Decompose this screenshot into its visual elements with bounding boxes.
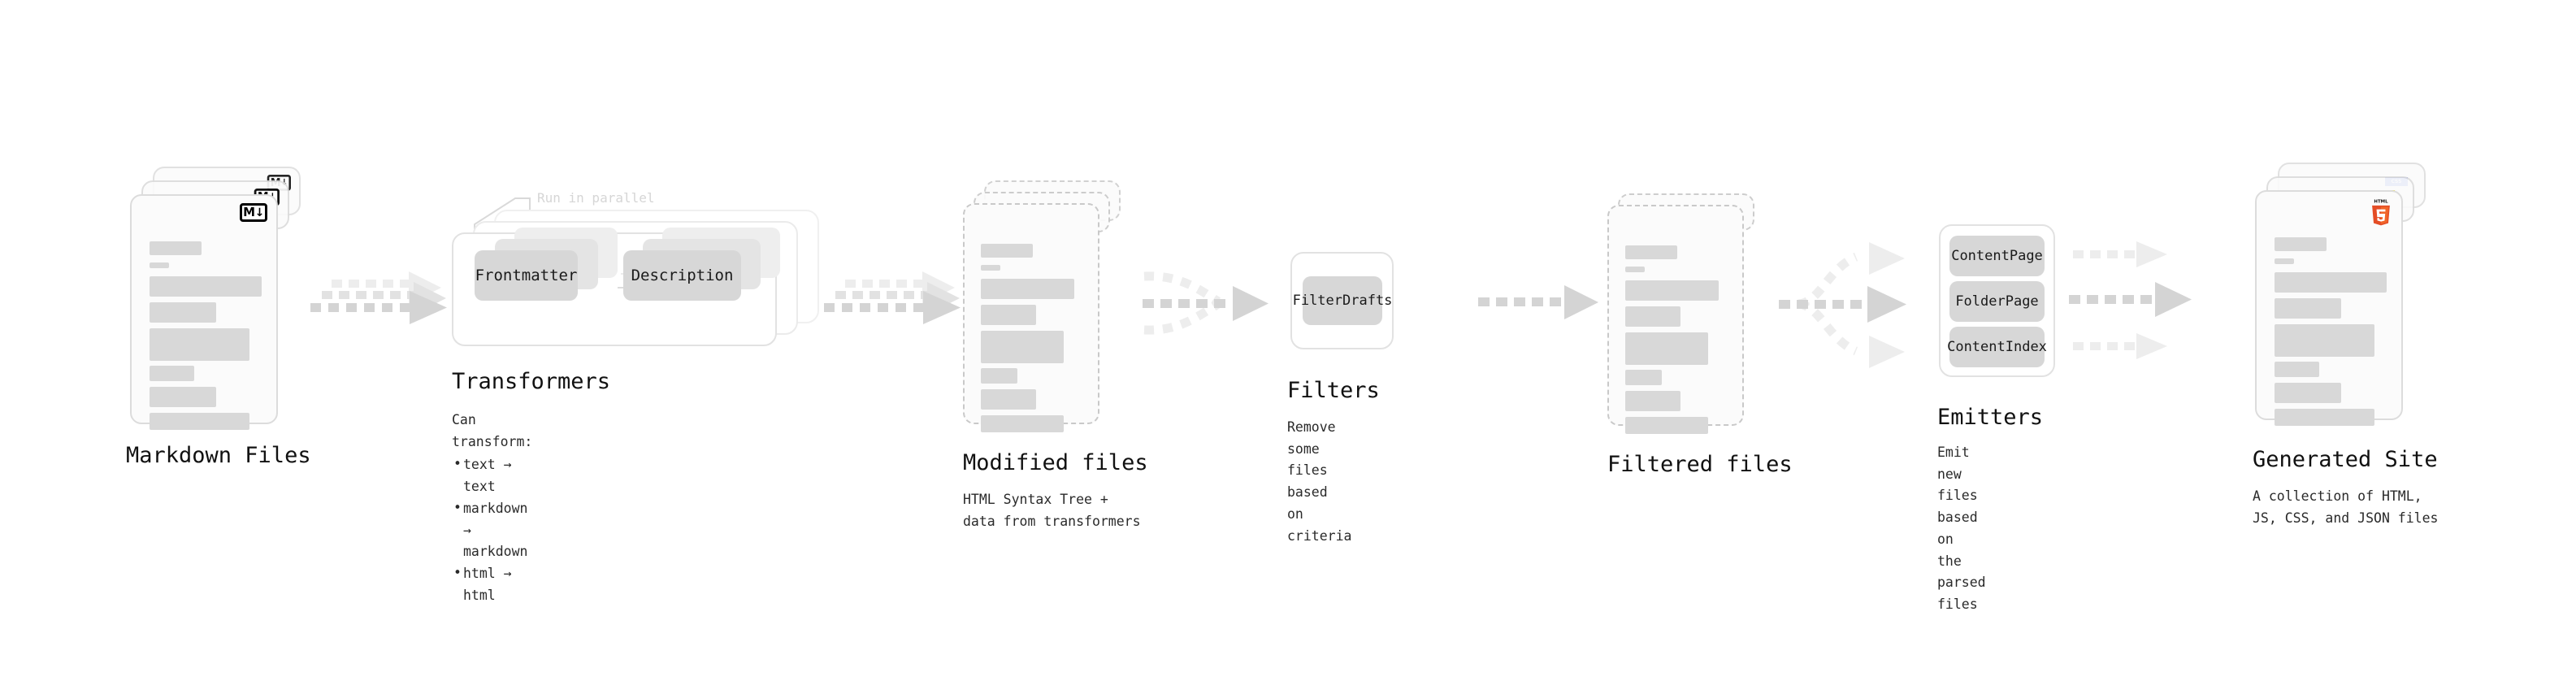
chip-label: ContentPage [1951, 248, 2043, 264]
skeleton-bar [981, 368, 1017, 384]
skeleton-bar [1625, 267, 1645, 272]
skeleton-bar [2275, 409, 2374, 426]
svg-text:HTML: HTML [2374, 199, 2388, 204]
chip-label: FilterDrafts [1292, 293, 1393, 309]
connector-modified-to-filters [1143, 271, 1268, 335]
transformers-capability-list: Can transform: text → text markdown → ma… [452, 410, 532, 606]
bullet-item: text → text [452, 453, 532, 497]
transformer-chip-frontmatter[interactable]: Frontmatter [475, 250, 578, 301]
skeleton-bar [981, 415, 1064, 432]
stage-subtitle-emitters: Emit new files based on the parsed files [1937, 445, 1986, 613]
skeleton-bar [2275, 362, 2319, 377]
stage-title-modified-files: Modified files [963, 450, 1148, 475]
skeleton-bar [2275, 237, 2327, 251]
file-sheet-front [963, 203, 1099, 432]
stage-title-transformers: Transformers [452, 369, 611, 394]
bullet-item: markdown → markdown [452, 497, 532, 563]
chip-label: ContentIndex [1947, 339, 2047, 355]
skeleton-bar [150, 276, 262, 297]
skeleton-bar [2275, 324, 2374, 357]
bullet-item: html → html [452, 562, 532, 606]
skeleton-bar [2275, 383, 2341, 403]
transformer-chip-description[interactable]: Description [623, 250, 741, 301]
skeleton-bar [1625, 245, 1677, 259]
generated-site-stack: CSS HTML [2255, 163, 2442, 431]
skeleton-bar [150, 241, 202, 255]
filter-chip-filterdrafts[interactable]: FilterDrafts [1293, 276, 1392, 325]
skeleton-bar [981, 389, 1036, 410]
skeleton-bar [150, 387, 216, 407]
skeleton-bar [2275, 258, 2294, 264]
chip-label: FolderPage [1955, 293, 2039, 310]
filtered-file-stack [1607, 193, 1786, 445]
stage-filtered-files: Filtered files [1607, 193, 1793, 477]
file-sheet-front: M↓ [130, 194, 278, 430]
connector-transformers-to-modified [824, 271, 961, 324]
file-sheet-front [1607, 205, 1744, 434]
modified-file-stack [963, 180, 1142, 440]
skeleton-bar [150, 413, 249, 430]
skeleton-bar [1625, 280, 1719, 301]
connector-markdown-to-transformers [310, 271, 447, 324]
stage-generated-site: CSS HTML Gener [2253, 163, 2442, 526]
connector-emitters-to-site [2069, 241, 2192, 359]
connector-filtered-to-emitters [1779, 242, 1906, 368]
skeleton-bar [1625, 370, 1662, 385]
emitter-chip-folderpage[interactable]: FolderPage [1949, 281, 2045, 322]
skeleton-bar [150, 302, 216, 323]
skeleton-bar [981, 244, 1033, 258]
stage-title-emitters: Emitters [1937, 405, 2044, 430]
skeleton-bar [2275, 272, 2387, 293]
file-sheet-html: HTML [2255, 190, 2403, 426]
skeleton-bar [1625, 417, 1708, 434]
connector-filters-to-filtered [1478, 285, 1598, 319]
stage-title-markdown-files: Markdown Files [126, 443, 311, 468]
html5-icon: HTML [2372, 199, 2390, 226]
skeleton-bar [150, 328, 249, 361]
markdown-file-stack: M↓ M↓ M↓ [130, 167, 309, 430]
skeleton-bar [981, 331, 1064, 363]
skeleton-bar [981, 279, 1074, 299]
chip-label: Frontmatter [475, 267, 578, 284]
emitter-chip-contentindex[interactable]: ContentIndex [1947, 327, 2047, 367]
skeleton-bar [1625, 332, 1708, 365]
chip-label: Description [631, 267, 734, 284]
markdown-icon: M↓ [240, 203, 267, 222]
skeleton-bar [2275, 298, 2341, 319]
stage-subtitle-generated-site: A collection of HTML, JS, CSS, and JSON … [2253, 488, 2439, 526]
emitter-chip-contentpage[interactable]: ContentPage [1949, 236, 2045, 276]
stage-title-filtered-files: Filtered files [1607, 452, 1793, 477]
stage-modified-files: Modified files HTML Syntax Tree + data f… [963, 180, 1148, 529]
bullets-heading: Can transform: [452, 412, 533, 449]
stage-markdown-files: M↓ M↓ M↓ Markdown Files [126, 167, 311, 468]
skeleton-bar [150, 366, 194, 381]
skeleton-bar [1625, 306, 1680, 327]
skeleton-bar [981, 265, 1000, 271]
run-in-parallel-label: Run in parallel [537, 190, 655, 206]
stage-subtitle-filters: Remove some files based on criteria [1287, 419, 1352, 544]
skeleton-bar [981, 305, 1036, 325]
stage-title-filters: Filters [1287, 378, 1380, 403]
skeleton-bar [1625, 391, 1680, 411]
skeleton-bar [150, 262, 169, 268]
stage-title-generated-site: Generated Site [2253, 447, 2438, 472]
stage-subtitle-modified-files: HTML Syntax Tree + data from transformer… [963, 492, 1141, 529]
